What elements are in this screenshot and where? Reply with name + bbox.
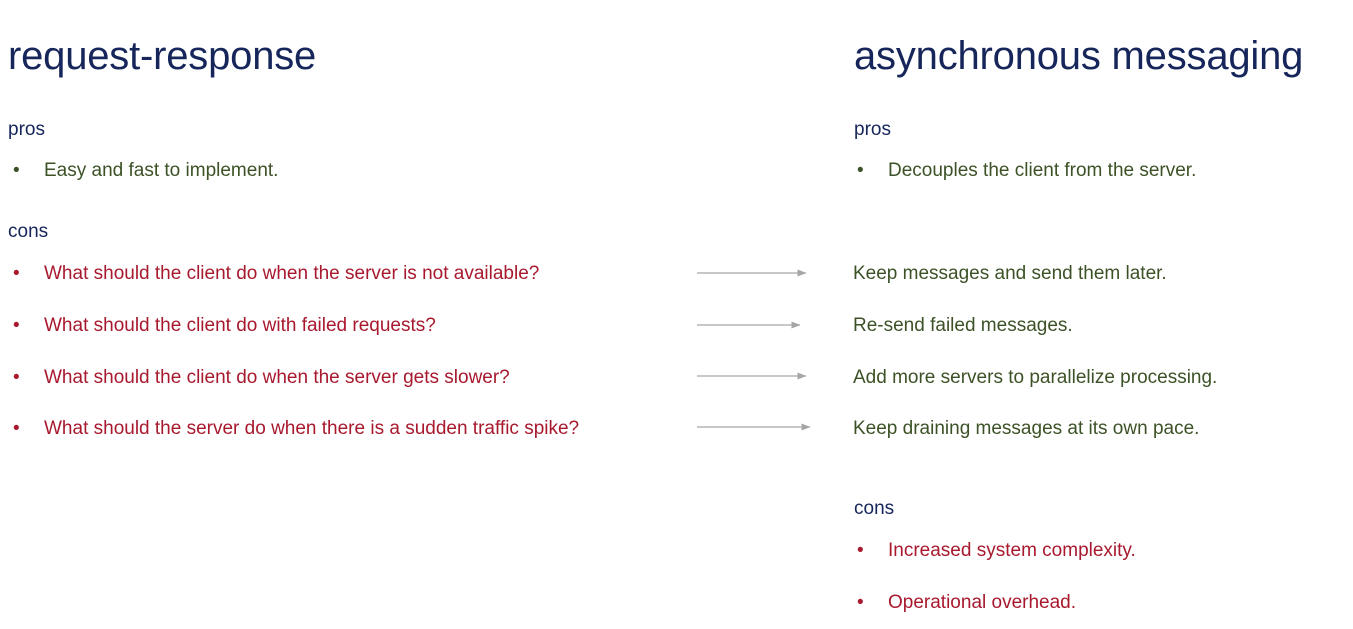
- right-cons-item-1: • Increased system complexity.: [857, 541, 1136, 560]
- left-cons-item-1: • What should the client do when the ser…: [13, 264, 539, 283]
- right-cons-item-2-label: Operational overhead.: [888, 592, 1077, 613]
- left-cons-item-4-label: What should the server do when there is …: [44, 418, 580, 439]
- left-cons-item-3-label: What should the client do when the serve…: [44, 367, 510, 388]
- left-cons-label: cons: [8, 221, 49, 242]
- left-cons-item-2-label: What should the client do with failed re…: [44, 315, 436, 336]
- right-cons-label: cons: [854, 498, 895, 519]
- right-answer-2: Re-send failed messages.: [853, 315, 1073, 336]
- right-pros-item-1-label: Decouples the client from the server.: [888, 160, 1197, 181]
- bullet-icon: •: [857, 592, 864, 613]
- right-answer-1: Keep messages and send them later.: [853, 263, 1167, 284]
- right-cons-item-1-label: Increased system complexity.: [888, 540, 1136, 561]
- right-answer-3: Add more servers to parallelize processi…: [853, 367, 1218, 388]
- bullet-icon: •: [857, 160, 864, 181]
- right-cons-item-2: • Operational overhead.: [857, 593, 1076, 612]
- left-cons-item-1-label: What should the client do when the serve…: [44, 263, 540, 284]
- right-pros-item-1: • Decouples the client from the server.: [857, 161, 1196, 180]
- page-title-asynchronous-messaging: asynchronous messaging: [854, 34, 1304, 78]
- left-cons-item-2: • What should the client do with failed …: [13, 316, 436, 335]
- bullet-icon: •: [13, 160, 20, 181]
- left-pros-item-1-label: Easy and fast to implement.: [44, 160, 279, 181]
- bullet-icon: •: [857, 540, 864, 561]
- right-answer-4: Keep draining messages at its own pace.: [853, 418, 1200, 439]
- bullet-icon: •: [13, 315, 20, 336]
- left-cons-item-3: • What should the client do when the ser…: [13, 368, 510, 387]
- bullet-icon: •: [13, 263, 20, 284]
- left-pros-item-1: • Easy and fast to implement.: [13, 161, 278, 180]
- left-pros-label: pros: [8, 119, 45, 140]
- left-cons-item-4: • What should the server do when there i…: [13, 419, 579, 438]
- page-title-request-response: request-response: [8, 34, 317, 78]
- bullet-icon: •: [13, 418, 20, 439]
- bullet-icon: •: [13, 367, 20, 388]
- right-pros-label: pros: [854, 119, 891, 140]
